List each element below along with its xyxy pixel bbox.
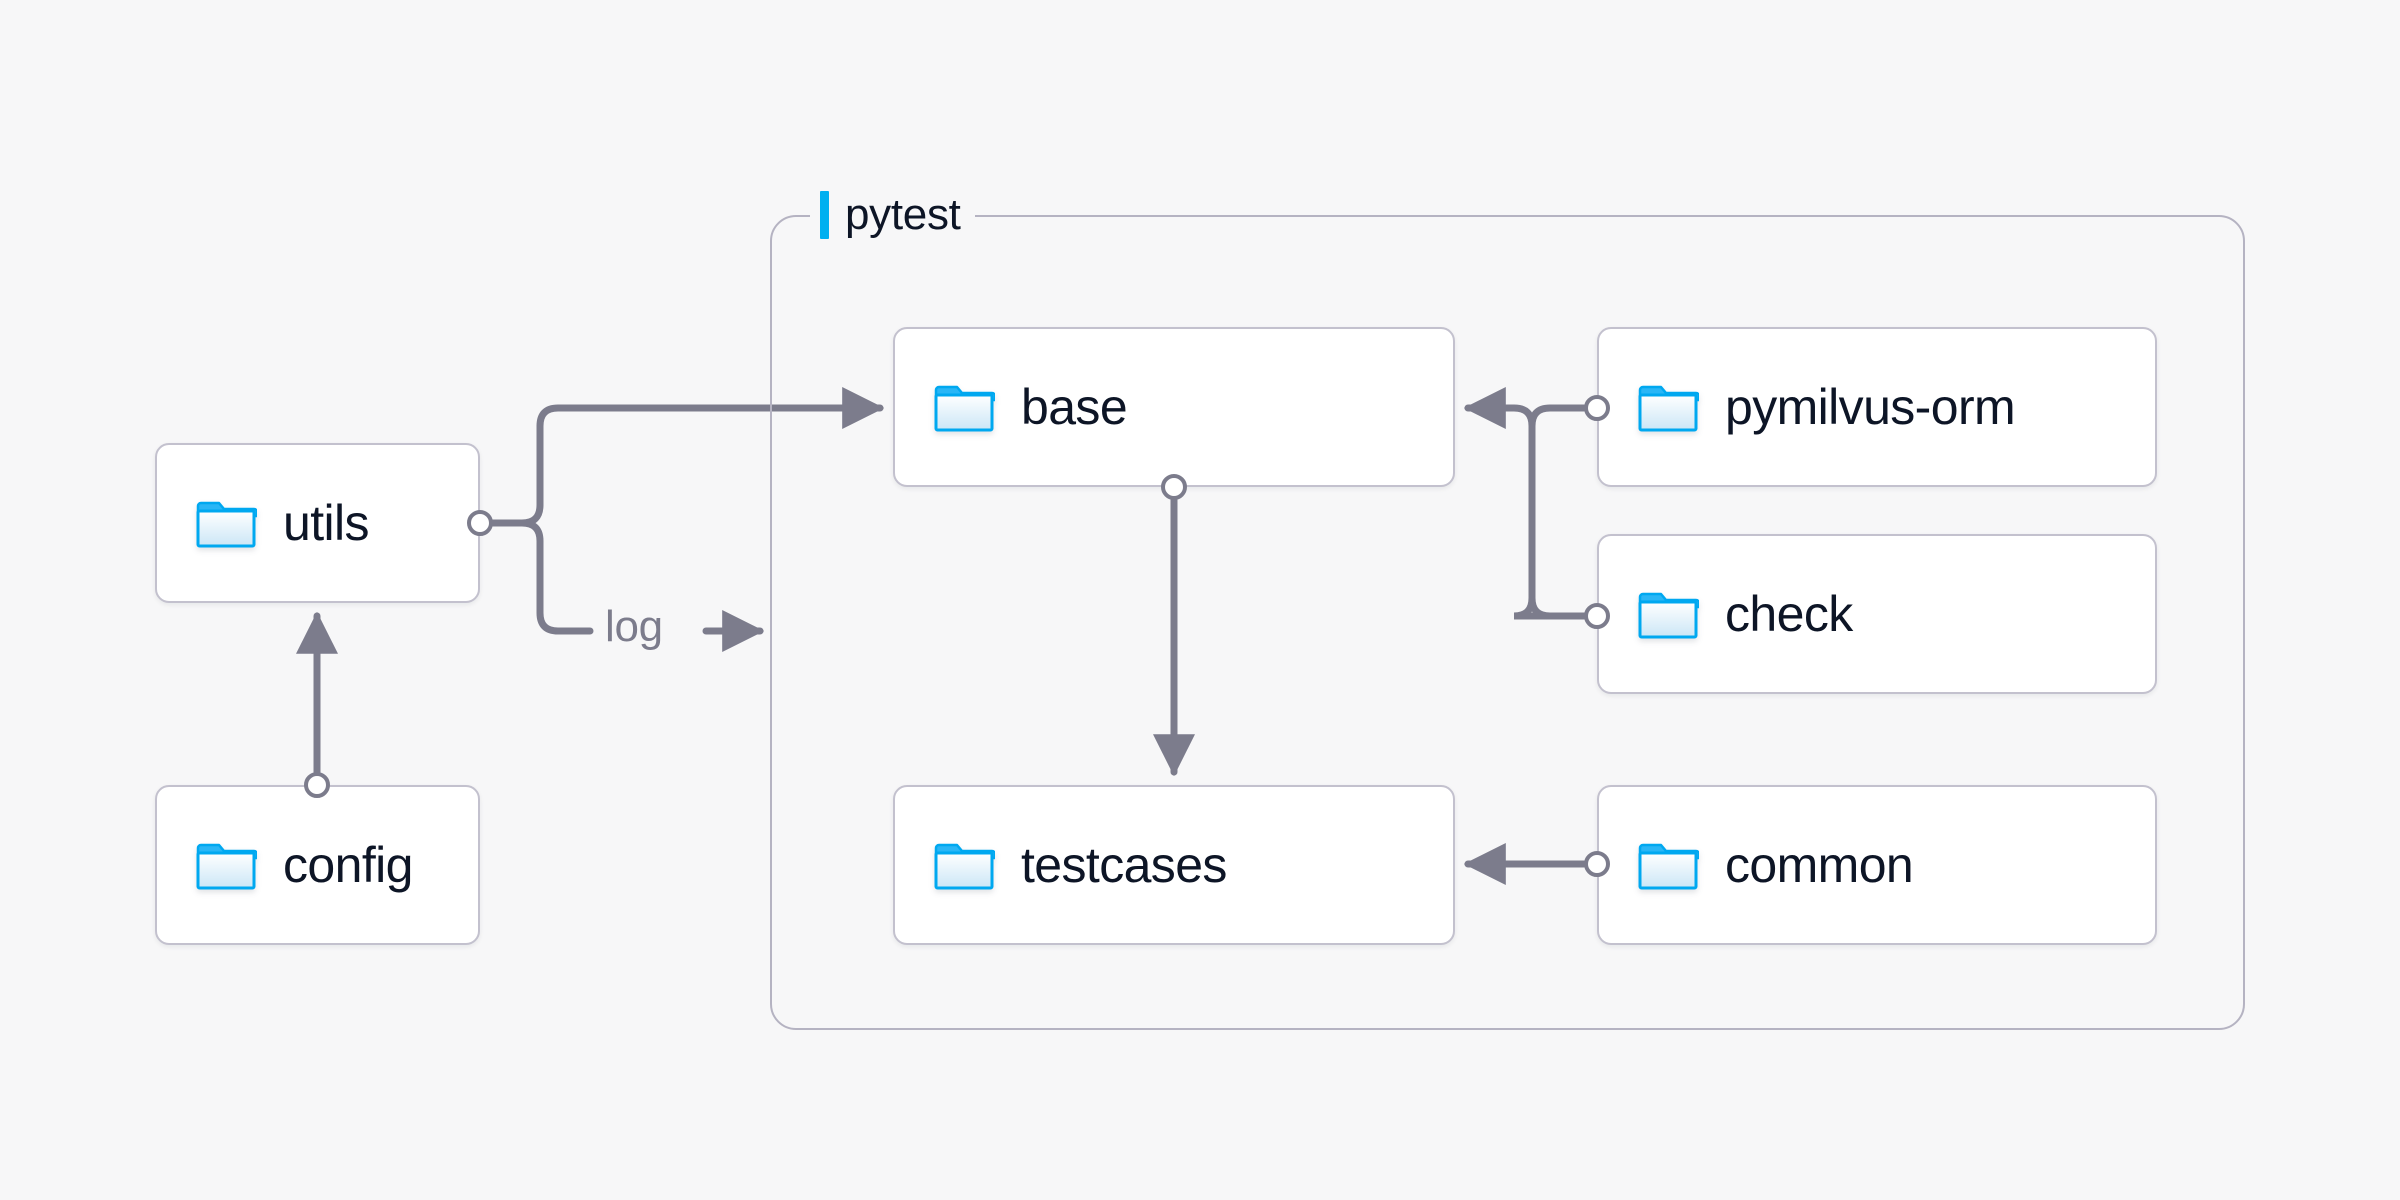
node-base[interactable]: base [893,327,1455,487]
folder-icon [196,501,257,548]
folder-icon [934,385,995,432]
group-accent-bar [820,191,829,239]
node-pymilvus-orm-label: pymilvus-orm [1725,379,2016,435]
folder-icon [1638,385,1699,432]
node-check[interactable]: check [1597,534,2157,694]
node-check-label: check [1725,586,1853,642]
node-common[interactable]: common [1597,785,2157,945]
folder-icon [1638,843,1699,890]
folder-icon [934,843,995,890]
port-utils-right[interactable] [467,510,493,536]
node-pymilvus-orm-content: pymilvus-orm [1599,378,2016,436]
node-testcases-label: testcases [1021,837,1227,893]
node-testcases-content: testcases [895,836,1227,894]
port-common-left[interactable] [1584,851,1610,877]
node-pymilvus-orm[interactable]: pymilvus-orm [1597,327,2157,487]
edge-label-log: log [605,602,663,651]
node-config[interactable]: config [155,785,480,945]
port-base-bottom[interactable] [1161,474,1187,500]
node-base-label: base [1021,379,1128,435]
port-config-top[interactable] [304,772,330,798]
group-pytest-label-wrap: pytest [810,188,975,242]
node-testcases[interactable]: testcases [893,785,1455,945]
folder-icon [1638,592,1699,639]
node-common-content: common [1599,836,1914,894]
node-check-content: check [1599,585,1853,643]
edge-utils-log [489,519,594,635]
group-pytest[interactable] [770,215,2245,1030]
node-common-label: common [1725,837,1914,893]
folder-icon [196,843,257,890]
node-config-label: config [283,837,413,893]
node-utils[interactable]: utils [155,443,480,603]
node-utils-content: utils [157,494,370,552]
group-pytest-label: pytest [845,190,961,239]
node-base-content: base [895,378,1128,436]
port-check-left[interactable] [1584,603,1610,629]
node-utils-label: utils [283,495,370,551]
port-pymilvus-orm-left[interactable] [1584,395,1610,421]
node-config-content: config [157,836,413,894]
